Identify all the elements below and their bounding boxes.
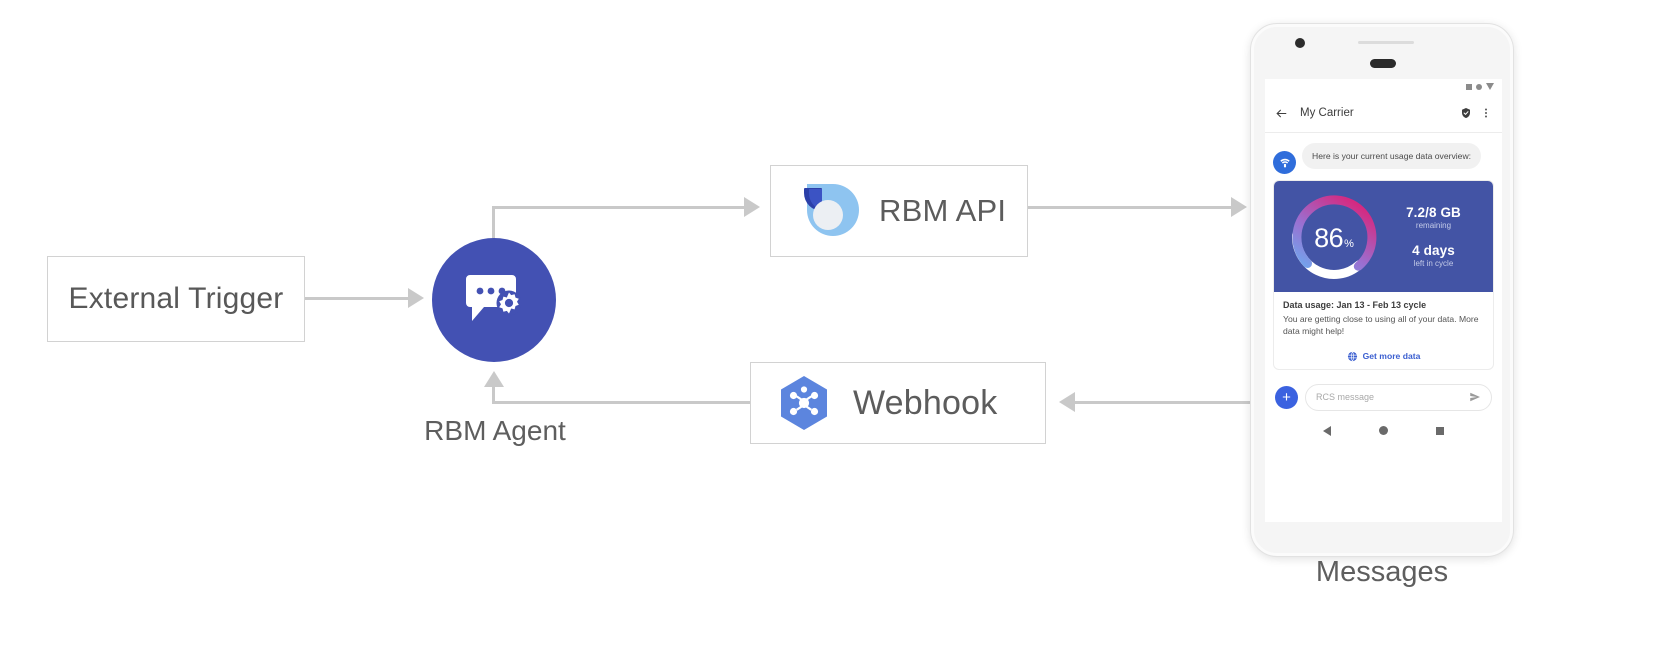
triangle-down-icon xyxy=(1486,83,1494,90)
usage-gauge: 86 % xyxy=(1286,189,1382,285)
connector-trigger-to-agent xyxy=(305,297,410,300)
connector-agent-up-from-webhook xyxy=(492,385,495,403)
conversation-thread: Here is your current usage data overview… xyxy=(1265,133,1502,376)
incoming-message-bubble: Here is your current usage data overview… xyxy=(1302,143,1482,170)
plus-icon[interactable]: + xyxy=(1275,385,1298,409)
rich-card-hero: 86 % 7.2/8 GB remaining 4 days left in c… xyxy=(1274,181,1493,292)
rcs-input-placeholder: RCS message xyxy=(1316,392,1375,403)
rich-card-description: You are getting close to using all of yo… xyxy=(1283,314,1479,337)
rbm-api-logo-icon xyxy=(799,184,859,236)
arrow-left-icon[interactable] xyxy=(1275,107,1288,120)
arrowhead-to-webhook xyxy=(1059,392,1075,412)
arrowhead-to-rbmapi xyxy=(744,197,760,217)
nav-home-icon[interactable] xyxy=(1379,426,1388,436)
circle-icon xyxy=(1476,83,1482,90)
nav-recents-icon[interactable] xyxy=(1436,426,1444,435)
status-bar xyxy=(1265,79,1502,94)
rcs-message-input[interactable]: RCS message xyxy=(1305,383,1492,411)
nav-back-icon[interactable] xyxy=(1323,425,1331,436)
gauge-arc-icon xyxy=(1292,194,1377,279)
connector-rbmapi-to-phone xyxy=(1028,206,1243,209)
get-more-data-button[interactable]: Get more data xyxy=(1274,343,1493,369)
arrowhead-to-phone xyxy=(1231,197,1247,217)
external-trigger-label: External Trigger xyxy=(68,282,284,315)
connector-agent-up xyxy=(492,206,495,246)
earpiece-slit xyxy=(1358,41,1414,44)
phone-body: My Carrier xyxy=(1254,27,1510,553)
carrier-wifi-icon xyxy=(1273,151,1296,174)
conversation-title: My Carrier xyxy=(1300,107,1354,119)
phone-device: My Carrier xyxy=(1251,24,1513,556)
webhook-label: Webhook xyxy=(853,383,998,422)
connector-agent-to-rbmapi xyxy=(492,206,746,209)
square-icon xyxy=(1466,83,1472,90)
rbm-agent-node[interactable] xyxy=(432,238,556,362)
android-nav-bar xyxy=(1265,416,1502,445)
usage-stats: 7.2/8 GB remaining 4 days left in cycle xyxy=(1382,205,1493,268)
connector-phone-to-webhook xyxy=(1075,401,1251,404)
speaker-grill xyxy=(1370,59,1396,68)
front-camera-icon xyxy=(1295,38,1305,48)
more-vert-icon[interactable] xyxy=(1480,107,1492,119)
incoming-message-row: Here is your current usage data overview… xyxy=(1273,143,1494,174)
google-cloud-pubsub-hexagon-icon xyxy=(781,376,827,430)
rbm-api-label: RBM API xyxy=(879,193,1007,228)
messages-label: Messages xyxy=(1315,556,1449,588)
arrowhead-to-agent-bottom xyxy=(484,371,504,387)
send-icon[interactable] xyxy=(1469,391,1481,403)
rich-card-body: Data usage: Jan 13 - Feb 13 cycle You ar… xyxy=(1274,292,1493,343)
gauge-value: 86 xyxy=(1314,222,1344,253)
rich-card[interactable]: 86 % 7.2/8 GB remaining 4 days left in c… xyxy=(1273,180,1494,370)
days-left-label: left in cycle xyxy=(1413,259,1454,268)
stat-spacer xyxy=(1382,230,1485,243)
app-bar: My Carrier xyxy=(1265,94,1502,133)
shield-check-icon[interactable] xyxy=(1460,107,1472,119)
data-remaining-label: remaining xyxy=(1415,221,1452,230)
phone-screen: My Carrier xyxy=(1265,79,1502,522)
data-remaining-value: 7.2/8 GB xyxy=(1406,205,1461,220)
rbm-agent-label: RBM Agent xyxy=(424,415,566,446)
gauge-value-group: 86 % xyxy=(1286,189,1382,285)
external-trigger-node[interactable]: External Trigger xyxy=(47,256,305,342)
days-left-value: 4 days xyxy=(1412,243,1455,258)
rich-card-title: Data usage: Jan 13 - Feb 13 cycle xyxy=(1283,300,1427,310)
gauge-percent-symbol: % xyxy=(1344,237,1354,250)
webhook-node[interactable]: Webhook xyxy=(750,362,1046,444)
connector-webhook-to-agent xyxy=(492,401,750,404)
get-more-data-label: Get more data xyxy=(1362,351,1421,362)
message-composer: + RCS message xyxy=(1265,375,1502,417)
chat-gear-icon xyxy=(466,275,522,321)
globe-icon xyxy=(1347,351,1358,362)
rbm-api-node[interactable]: RBM API xyxy=(770,165,1028,257)
arrowhead-to-agent xyxy=(408,288,424,308)
